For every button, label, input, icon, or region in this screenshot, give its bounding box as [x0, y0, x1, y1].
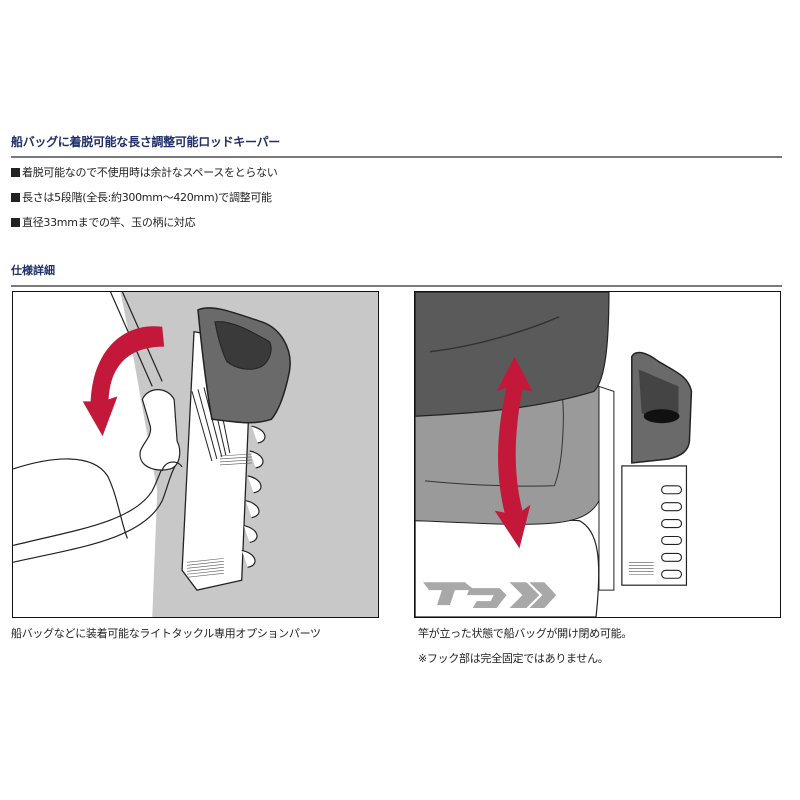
product-title: 船バッグに着脱可能な長さ調整可能ロッドキーパー	[11, 135, 280, 149]
feature-text: 直径33mmまでの竿、玉の柄に対応	[22, 216, 196, 229]
figure-attach-to-bag	[12, 291, 379, 618]
square-bullet-icon	[11, 218, 20, 227]
feature-text: 長さは5段階(全長:約300mm～420mm)で調整可能	[22, 191, 272, 204]
feature-item: 直径33mmまでの竿、玉の柄に対応	[11, 215, 277, 240]
feature-item: 着脱可能なので不使用時は余計なスペースをとらない	[11, 165, 278, 190]
spec-section-title: 仕様詳細	[11, 264, 55, 277]
bag-with-rod-keeper-illustration	[415, 292, 693, 617]
spec-divider	[11, 285, 782, 287]
feature-list: 着脱可能なので不使用時は余計なスペースをとらない 長さは5段階(全長:約300m…	[11, 165, 278, 240]
double-vertical-arrow-icon	[494, 356, 533, 549]
feature-text: 着脱可能なので不使用時は余計なスペースをとらない	[22, 166, 278, 179]
figure-bag-open-close	[414, 291, 781, 618]
figure-note-right: ※フック部は完全固定ではありません。	[418, 652, 609, 665]
feature-item: 長さは5段階(全長:約300mm～420mm)で調整可能	[11, 190, 277, 215]
rod-keeper-illustration	[13, 292, 378, 617]
rod-keeper-body	[181, 307, 291, 591]
curved-down-arrow-icon	[82, 326, 165, 437]
figure-caption-left: 船バッグなどに装着可能なライトタックル専用オプションパーツ	[11, 627, 321, 640]
rod-keeper-body	[621, 351, 693, 586]
daiwa-logo-icon	[423, 582, 557, 609]
figure-caption-right: 竿が立った状態で船バッグが開け閉め可能。	[418, 627, 632, 640]
title-divider	[11, 156, 782, 158]
square-bullet-icon	[11, 168, 20, 177]
square-bullet-icon	[11, 193, 20, 202]
